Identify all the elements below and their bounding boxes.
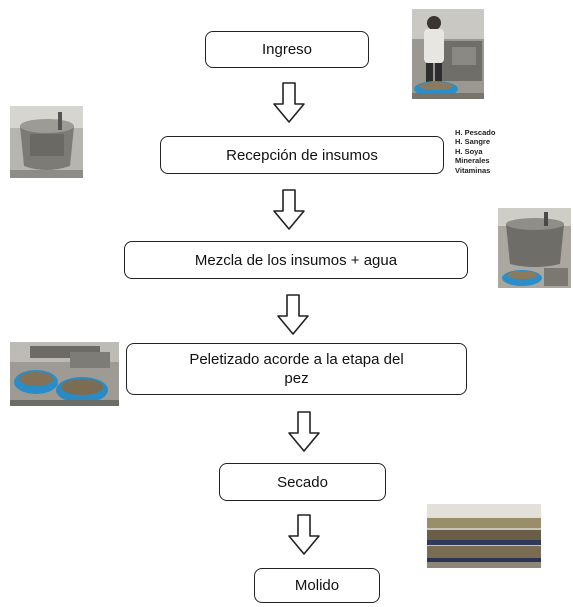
step-mezcla-label: Mezcla de los insumos + agua [194, 251, 398, 269]
ingredient-item: H. Soya [455, 146, 483, 156]
step-mezcla: Mezcla de los insumos + agua [124, 241, 468, 279]
step-recepcion: Recepción de insumos [160, 136, 444, 174]
step-ingreso-label: Ingreso [261, 41, 313, 58]
down-arrow-icon [288, 411, 320, 452]
down-arrow-icon [277, 294, 309, 335]
step-recepcion-label: Recepción de insumos [226, 146, 378, 164]
step-molido-label: Molido [294, 577, 340, 594]
mixing-tank-photo [10, 106, 83, 178]
drying-trays-photo [427, 504, 541, 568]
blue-tubs-with-feed-photo [10, 342, 119, 406]
ingredient-item: Minerales [455, 156, 490, 166]
step-ingreso: Ingreso [205, 31, 369, 68]
ingredient-list: H. Pescado H. Sangre H. Soya Minerales V… [455, 128, 495, 175]
down-arrow-icon [273, 82, 305, 123]
down-arrow-icon [273, 189, 305, 230]
step-secado-label: Secado [277, 473, 328, 491]
ingredient-item: H. Pescado [455, 128, 496, 137]
step-secado: Secado [219, 463, 386, 501]
step-molido: Molido [254, 568, 380, 603]
ingredient-item: Vitaminas [455, 165, 491, 175]
worker-at-mixing-machine-photo [412, 9, 484, 99]
step-peletizado-label-line2: pez [284, 370, 309, 387]
mixer-with-blue-tub-photo [498, 208, 571, 288]
step-peletizado-label-line1: Peletizado acorde a la etapa del [189, 351, 404, 368]
step-peletizado: Peletizado acorde a la etapa del pez [126, 343, 467, 395]
ingredient-item: H. Sangre [455, 137, 491, 147]
down-arrow-icon [288, 514, 320, 555]
